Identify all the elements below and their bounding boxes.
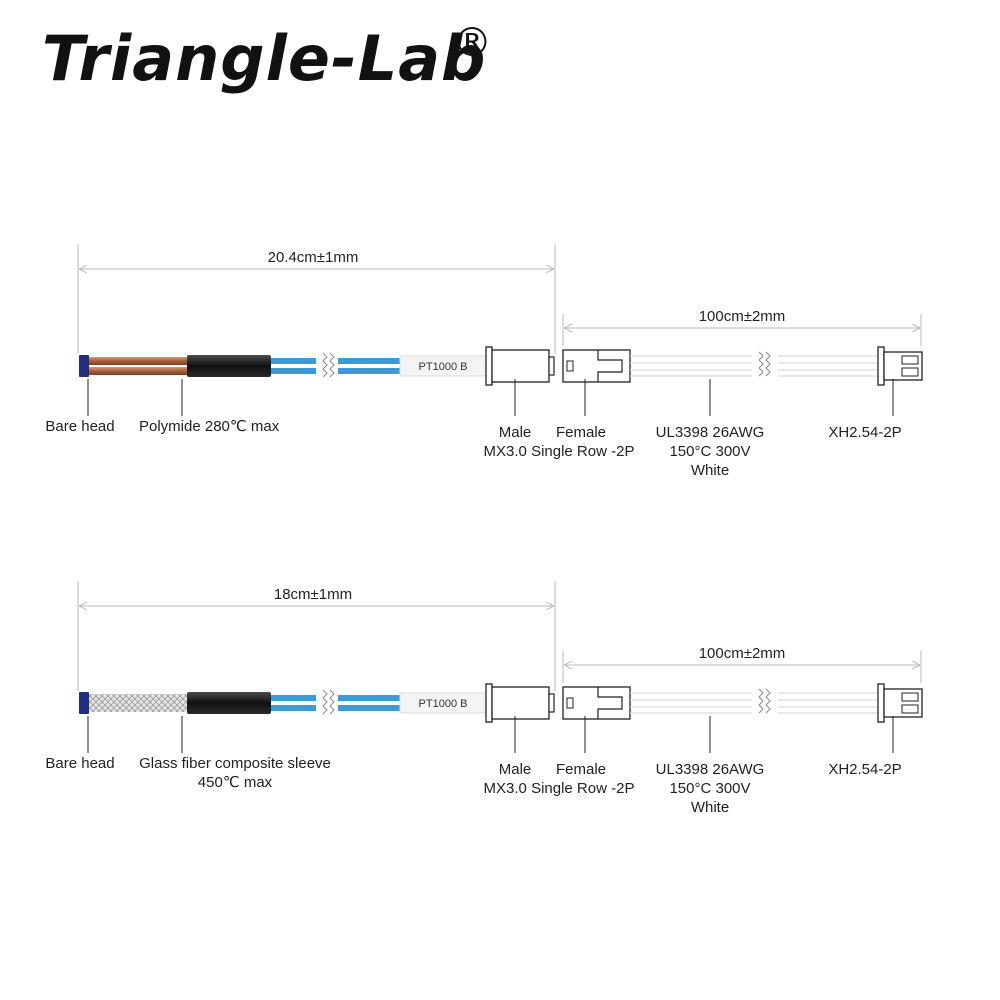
lead-length-label: 20.4cm±1mm	[268, 249, 359, 266]
sensor-tag-text: PT1000 B	[419, 698, 468, 710]
wire-spec-label: UL3398 26AWG	[656, 424, 765, 441]
female-label: Female	[556, 761, 606, 778]
female-label: Female	[556, 424, 606, 441]
break-mark	[322, 689, 328, 715]
wire-spec-label: White	[691, 462, 729, 479]
brand-logo: Triangle-Lab	[42, 22, 487, 95]
male-label: Male	[499, 761, 532, 778]
male-connector-type-label: MX3.0 Single Row -2P	[484, 443, 635, 460]
cable-length-label: 100cm±2mm	[699, 308, 786, 325]
male-connector-flange	[485, 346, 493, 386]
male-connector-body	[491, 686, 550, 720]
end-connector-label: XH2.54-2P	[828, 424, 901, 441]
xh-connector-pin-slot	[901, 367, 919, 377]
female-connector-latch-outline	[597, 350, 623, 382]
blue-wire-top	[338, 358, 400, 364]
break-mark	[322, 352, 328, 378]
blue-wire-bottom	[338, 705, 400, 711]
sleeve-label-line: 450℃ max	[198, 774, 273, 791]
glass-fiber-sleeve	[89, 694, 189, 712]
wire-spec-label: 150°C 300V	[669, 443, 750, 460]
break-mark	[329, 689, 335, 715]
bare-head	[79, 692, 89, 714]
registered-mark: ®	[452, 20, 492, 66]
break-mark	[758, 688, 764, 714]
blue-wire-top	[271, 695, 316, 701]
blue-wire-bottom	[271, 368, 316, 374]
polymide-sleeve-wire-bottom	[89, 367, 189, 375]
break-mark	[758, 351, 764, 377]
bare-head	[79, 355, 89, 377]
xh-connector-flange	[877, 683, 885, 723]
break-mark	[765, 351, 771, 377]
xh-connector-pin-slot	[901, 692, 919, 702]
sleeve-label-line: Glass fiber composite sleeve	[139, 755, 331, 772]
male-connector-latch	[548, 356, 555, 376]
polymide-sleeve-wire-top	[89, 357, 189, 365]
male-label: Male	[499, 424, 532, 441]
xh-connector-pin-slot	[901, 704, 919, 714]
break-mark	[765, 688, 771, 714]
male-connector-latch	[548, 693, 555, 713]
sleeve-label: Polymide 280℃ max	[139, 418, 280, 435]
blue-wire-top	[271, 358, 316, 364]
lead-length-label: 18cm±1mm	[274, 586, 352, 603]
male-connector-flange	[485, 683, 493, 723]
sensor-tag-text: PT1000 B	[419, 361, 468, 373]
female-connector-key	[566, 697, 574, 709]
blue-wire-bottom	[271, 705, 316, 711]
female-connector-body	[562, 686, 631, 720]
break-mark	[329, 352, 335, 378]
end-connector-label: XH2.54-2P	[828, 761, 901, 778]
female-connector-body	[562, 349, 631, 383]
male-connector-body	[491, 349, 550, 383]
male-connector-type-label: MX3.0 Single Row -2P	[484, 780, 635, 797]
bare-head-label: Bare head	[45, 418, 114, 435]
wire-spec-label: UL3398 26AWG	[656, 761, 765, 778]
heat-shrink-tube	[187, 355, 271, 377]
female-connector-key	[566, 360, 574, 372]
wire-spec-label: 150°C 300V	[669, 780, 750, 797]
female-connector-latch-outline	[597, 687, 623, 719]
cable-length-label: 100cm±2mm	[699, 645, 786, 662]
bare-head-label: Bare head	[45, 755, 114, 772]
blue-wire-bottom	[338, 368, 400, 374]
blue-wire-top	[338, 695, 400, 701]
wire-spec-label: White	[691, 799, 729, 816]
heat-shrink-tube	[187, 692, 271, 714]
xh-connector-flange	[877, 346, 885, 386]
xh-connector-pin-slot	[901, 355, 919, 365]
